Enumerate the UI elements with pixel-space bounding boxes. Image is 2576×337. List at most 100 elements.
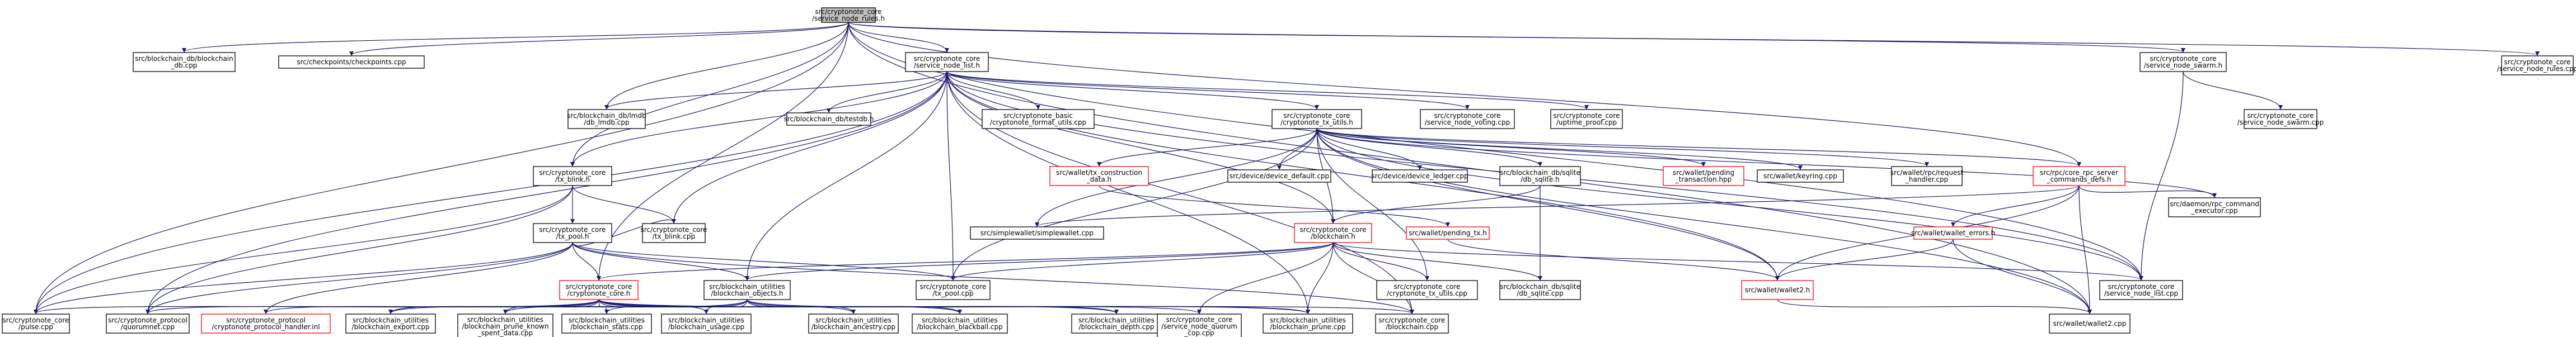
graph-node[interactable]: src/cryptonote_core/tx_pool.cpp: [916, 280, 991, 300]
graph-node[interactable]: src/blockchain_db/testdb.h: [784, 112, 874, 126]
node-box: [1372, 169, 1468, 183]
graph-node[interactable]: src/cryptonote_core/service_node_voting.…: [1420, 109, 1515, 129]
graph-node[interactable]: src/blockchain_utilities/blockchain_obje…: [703, 280, 791, 300]
node-label-line: /pulse.cpp: [18, 323, 53, 331]
node-label-line: /uptime_proof.cpp: [1556, 118, 1617, 126]
dependency-edge: [1953, 239, 2092, 314]
graph-node[interactable]: src/cryptonote_core/service_node_swarm.h: [2139, 52, 2227, 72]
graph-node[interactable]: src/cryptonote_core/tx_blink.h: [533, 166, 612, 186]
dependency-edge: [1316, 128, 2092, 314]
node-label-line: src/wallet/rpc/request: [1890, 169, 1964, 177]
node-label-line: src/blockchain_db/sqlite: [1500, 283, 1580, 291]
graph-node[interactable]: src/cryptonote_core/service_node_quorum_…: [1157, 314, 1242, 337]
graph-node[interactable]: src/blockchain_utilities/blockchain_blac…: [912, 314, 1008, 334]
node-box: [1499, 280, 1581, 300]
graph-node[interactable]: src/blockchain_utilities/blockchain_prun…: [457, 314, 553, 337]
node-label-line: src/blockchain_utilities: [709, 283, 785, 291]
node-box: [201, 314, 331, 334]
graph-node[interactable]: src/device/device_ledger.cpp: [1371, 169, 1468, 183]
dependency-edge: [1316, 128, 1929, 167]
graph-node[interactable]: src/cryptonote_core/service_node_list.h: [905, 52, 989, 72]
graph-node[interactable]: src/blockchain_utilities/blockchain_prun…: [1263, 314, 1353, 334]
graph-node[interactable]: src/cryptonote_core/service_node_swarm.c…: [2237, 109, 2324, 129]
node-box: [1294, 223, 1372, 243]
node-label-line: src/blockchain_utilities: [467, 316, 543, 324]
graph-node[interactable]: src/blockchain_db/lmdb/db_lmdb.cpp: [567, 109, 646, 129]
graph-node[interactable]: src/cryptonote_core/blockchain.cpp: [1375, 314, 1449, 334]
node-label-line: src/wallet/pending_tx.h: [1409, 229, 1487, 237]
dependency-edge: [848, 22, 2081, 167]
graph-node[interactable]: src/blockchain_utilities/blockchain_stat…: [561, 314, 652, 334]
node-label-line: _data.h: [1086, 175, 1111, 183]
node-label-line: src/cryptonote_core: [914, 55, 980, 63]
node-box: [2, 314, 70, 334]
graph-node[interactable]: src/cryptonote_basic/cryptonote_format_u…: [982, 109, 1095, 129]
node-label-line: _db.cpp: [171, 61, 198, 69]
graph-node[interactable]: src/blockchain_db/sqlite/db_sqlite.cpp: [1499, 280, 1581, 300]
node-box: [1049, 166, 1149, 186]
graph-node[interactable]: src/rpc/core_rpc_server_commands_defs.h: [2033, 166, 2125, 186]
graph-node[interactable]: src/blockchain_utilities/blockchain_dept…: [1071, 314, 1162, 334]
graph-node[interactable]: src/blockchain_utilities/blockchain_usag…: [661, 314, 752, 334]
node-box: [1499, 166, 1581, 186]
dependency-edge: [946, 71, 955, 281]
graph-node[interactable]: src/wallet/rpc/request_handler.cpp: [1890, 166, 1964, 186]
dependency-edge: [604, 71, 947, 110]
graph-node[interactable]: src/cryptonote_core/tx_blink.cpp: [641, 223, 707, 243]
node-label-line: src/cryptonote_core: [3, 316, 69, 324]
node-label-line: src/cryptonote_protocol: [226, 316, 306, 324]
dependency-edge: [34, 71, 947, 314]
graph-node[interactable]: src/wallet/wallet2.h: [1741, 280, 1814, 300]
graph-node[interactable]: src/wallet/wallet_errors.h: [1911, 226, 1995, 240]
node-label-line: /service_node_swarm.cpp: [2237, 118, 2324, 126]
dependency-edge: [946, 71, 1335, 224]
node-label-line: src/cryptonote_core: [539, 226, 606, 234]
graph-node[interactable]: src/cryptonote_core/blockchain.h: [1294, 223, 1372, 243]
node-box: [278, 55, 425, 69]
dependency-edge: [1306, 242, 1334, 314]
node-label-line: src/cryptonote_basic: [1003, 112, 1073, 120]
graph-node[interactable]: src/checkpoints/checkpoints.cpp: [278, 55, 425, 69]
node-label-line: /blockchain.h: [1311, 232, 1355, 240]
node-label-line: /cryptonote_tx_utils.cpp: [1387, 289, 1467, 297]
graph-node[interactable]: src/cryptonote_core/uptime_proof.cpp: [1550, 109, 1623, 129]
dependency-edge: [572, 242, 955, 281]
node-box: [1263, 314, 1353, 334]
graph-node[interactable]: src/device/device_default.cpp: [1227, 169, 1331, 183]
graph-node[interactable]: src/wallet/pending_transaction.hpp: [1663, 166, 1744, 186]
node-label-line: /blockchain_depth.cpp: [1079, 323, 1155, 331]
graph-node[interactable]: src/cryptonote_protocol/quorumnet.cpp: [106, 314, 190, 334]
graph-node[interactable]: src/wallet/keyring.cpp: [1757, 169, 1844, 183]
graph-node[interactable]: src/cryptonote_core/service_node_list.cp…: [2099, 280, 2183, 300]
graph-node[interactable]: src/cryptonote_core/pulse.cpp: [2, 314, 70, 334]
dependency-edge: [848, 22, 949, 53]
graph-node[interactable]: src/blockchain_utilities/blockchain_ance…: [808, 314, 899, 334]
graph-node[interactable]: src/blockchain_db/blockchain_db.cpp: [133, 52, 236, 72]
node-box: [821, 7, 876, 23]
node-label-line: src/wallet/keyring.cpp: [1763, 172, 1837, 180]
dependency-edge: [264, 242, 573, 314]
graph-node[interactable]: src/cryptonote_core/cryptonote_core.h: [559, 280, 639, 300]
graph-node[interactable]: src/blockchain_utilities/blockchain_expo…: [345, 314, 436, 334]
graph-node[interactable]: src/wallet/pending_tx.h: [1406, 226, 1490, 240]
graph-node[interactable]: src/cryptonote_core/tx_pool.h: [533, 223, 612, 243]
dependency-edge: [1099, 185, 1450, 227]
graph-node[interactable]: src/cryptonote_protocol/cryptonote_proto…: [201, 314, 331, 334]
graph-node[interactable]: src/daemon/rpc_command_executor.cpp: [2168, 197, 2261, 217]
dependency-edge: [1316, 128, 1429, 281]
graph-node[interactable]: src/wallet/tx_construction_data.h: [1049, 166, 1149, 186]
graph-node[interactable]: src/cryptonote_core/cryptonote_tx_utils.…: [1376, 280, 1478, 300]
graph-node[interactable]: src/blockchain_db/sqlite/db_sqlite.h: [1499, 166, 1581, 186]
node-label-line: /service_node_rules.cpp: [2497, 65, 2576, 73]
graph-node[interactable]: src/cryptonote_core/cryptonote_tx_utils.…: [1271, 109, 1362, 129]
node-box: [1227, 169, 1331, 183]
graph-node[interactable]: src/wallet/wallet2.cpp: [2049, 314, 2131, 334]
graph-node[interactable]: src/cryptonote_core/service_node_rules.c…: [2497, 55, 2576, 75]
node-label-line: _cop.cpp: [1184, 329, 1214, 337]
graph-node[interactable]: src/simplewallet/simplewallet.cpp: [970, 226, 1104, 240]
node-box: [808, 314, 899, 334]
node-label-line: /cryptonote_core.h: [567, 289, 631, 297]
node-label-line: src/cryptonote_core: [1166, 316, 1233, 324]
dependency-edge: [34, 185, 573, 314]
node-label-line: /blockchain_objects.h: [711, 289, 783, 297]
